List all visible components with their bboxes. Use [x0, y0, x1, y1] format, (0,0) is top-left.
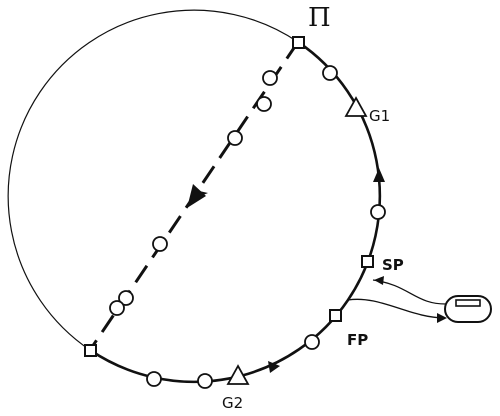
chord-marker	[118, 290, 134, 306]
chord-marker	[152, 236, 168, 252]
start-node	[84, 344, 97, 357]
arc-marker	[322, 65, 338, 81]
arc-marker	[146, 371, 162, 387]
chord-marker	[256, 96, 272, 112]
chord-marker	[262, 70, 278, 86]
g2-label: G2	[222, 394, 243, 412]
chord-marker	[227, 130, 243, 146]
link-fp-vehicle	[347, 298, 446, 319]
vehicle-icon	[444, 295, 492, 323]
sp-label: SP	[382, 256, 404, 274]
g2-triangle-icon	[226, 364, 250, 385]
arc-arrow-bottom-icon	[268, 361, 280, 373]
thin-outer-arc	[7, 9, 299, 351]
link-sp-arrow-icon	[374, 276, 384, 285]
pi-node	[292, 36, 305, 49]
arc-arrow-right-icon	[373, 168, 385, 182]
link-fp-arrow-icon	[437, 313, 447, 323]
fp-node	[329, 309, 342, 322]
g1-triangle-icon	[344, 96, 368, 117]
pi-label: Π	[308, 3, 331, 33]
arc-marker	[304, 334, 320, 350]
arc-marker	[370, 204, 386, 220]
chord-marker	[109, 300, 125, 316]
link-sp-vehicle	[372, 279, 449, 305]
g1-label: G1	[369, 107, 390, 125]
fp-label: FP	[347, 331, 368, 349]
sp-node	[361, 255, 374, 268]
arc-marker	[197, 373, 213, 389]
chord-arrow-head-icon	[187, 184, 206, 208]
thick-outer-arc	[89, 40, 382, 384]
